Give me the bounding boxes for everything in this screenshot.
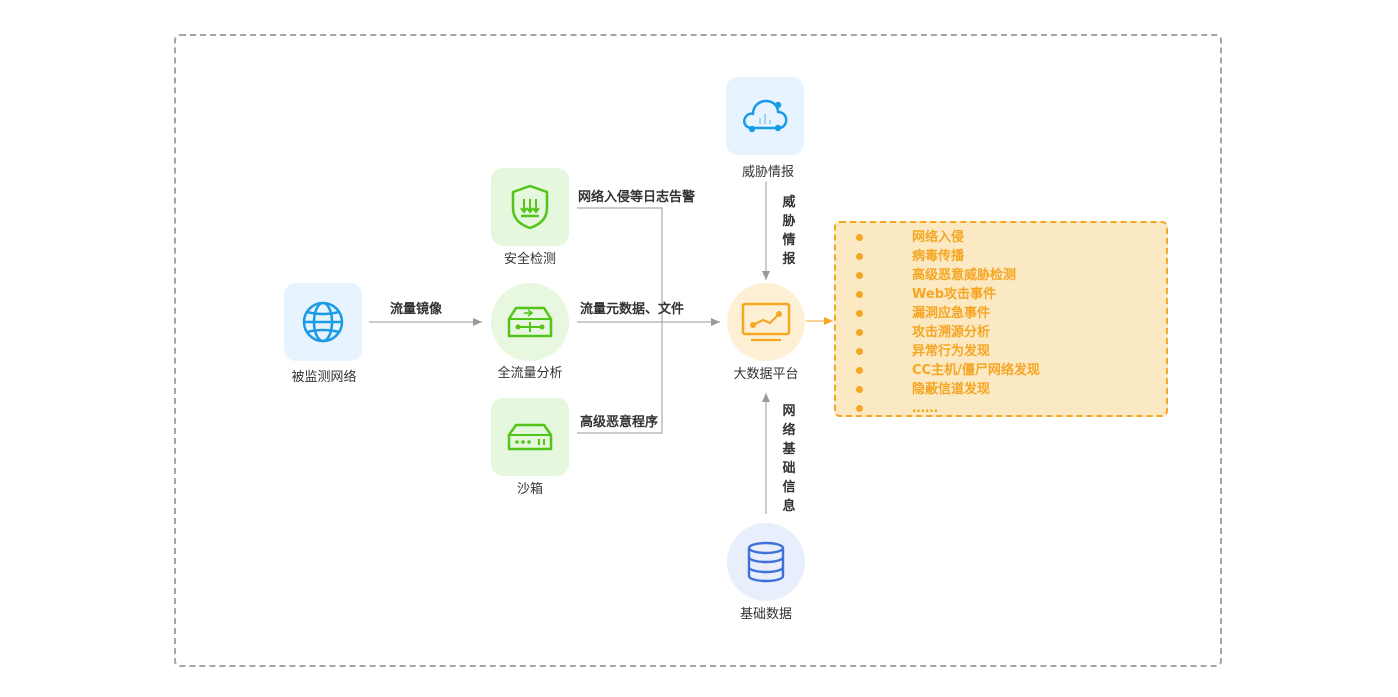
outcome-item: 病毒传播 [836,247,1040,266]
outcome-item: …… [836,399,1040,418]
base-data-node [727,523,805,601]
bullet-dot [856,272,863,279]
bullet-dot [856,386,863,393]
security-detection-label: 安全检测 [503,252,557,267]
database-icon [747,541,785,583]
sandbox-node [491,398,569,476]
threat-intel-label: 威胁情报 [741,165,795,180]
outcome-text: 隐蔽信道发现 [912,382,991,397]
threat-intel-vertical-label: 威胁情报 [782,195,796,267]
outcome-item: 网络入侵 [836,228,1040,247]
outcome-text: Web攻击事件 [912,287,996,302]
base-data-label: 基础数据 [739,607,793,622]
shield-icon [511,184,549,230]
monitor-chart-icon [741,302,791,342]
bullet-dot [856,253,863,260]
outcome-item: Web攻击事件 [836,285,1040,304]
device-icon [507,423,553,451]
full-traffic-analysis-node [491,283,569,361]
intrusion-log-connector [577,207,663,434]
security-detection-node [491,168,569,246]
big-data-platform-label: 大数据平台 [733,367,799,382]
big-data-platform-node [727,283,805,361]
outcome-text: 病毒传播 [912,249,965,264]
outcome-item: 异常行为发现 [836,342,1040,361]
sandbox-label: 沙箱 [516,482,544,497]
bullet-dot [856,310,863,317]
bullet-dot [856,291,863,298]
diagram-frame [174,34,1222,667]
bullet-dot [856,329,863,336]
outcome-item: 攻击溯源分析 [836,323,1040,342]
outcome-text: 高级恶意威胁检测 [912,268,1017,283]
intrusion-logs-label: 网络入侵等日志告警 [578,190,696,205]
outcome-item: 隐蔽信道发现 [836,380,1040,399]
switch-icon [507,306,553,338]
outcome-item: CC主机/僵尸网络发现 [836,361,1040,380]
outcome-text: …… [912,401,938,416]
outcome-text: 漏洞应急事件 [912,306,991,321]
bullet-dot [856,234,863,241]
bullet-dot [856,405,863,412]
malware-label: 高级恶意程序 [580,415,659,430]
threat-intel-node [726,77,804,155]
outcome-text: CC主机/僵尸网络发现 [912,363,1040,378]
full-traffic-analysis-label: 全流量分析 [497,366,563,381]
outcome-item: 漏洞应急事件 [836,304,1040,323]
outcome-item: 高级恶意威胁检测 [836,266,1040,285]
outcome-text: 攻击溯源分析 [912,325,991,340]
network-base-info-vertical-label: 网络基础信息 [782,404,796,514]
globe-icon [302,301,344,343]
monitored-network-label: 被监测网络 [291,370,357,385]
cloud-icon [743,99,788,133]
outcome-list: 网络入侵病毒传播高级恶意威胁检测 Web攻击事件漏洞应急事件攻击溯源分析异常行为发… [836,228,1040,418]
monitored-network-node [284,283,362,361]
outcome-text: 网络入侵 [912,230,965,245]
outcome-text: 异常行为发现 [912,344,991,359]
detection-outcomes-panel: 网络入侵病毒传播高级恶意威胁检测 Web攻击事件漏洞应急事件攻击溯源分析异常行为发… [834,221,1168,417]
bullet-dot [856,348,863,355]
bullet-dot [856,367,863,374]
traffic-mirror-label: 流量镜像 [390,302,443,317]
metadata-files-label: 流量元数据、文件 [580,302,685,317]
